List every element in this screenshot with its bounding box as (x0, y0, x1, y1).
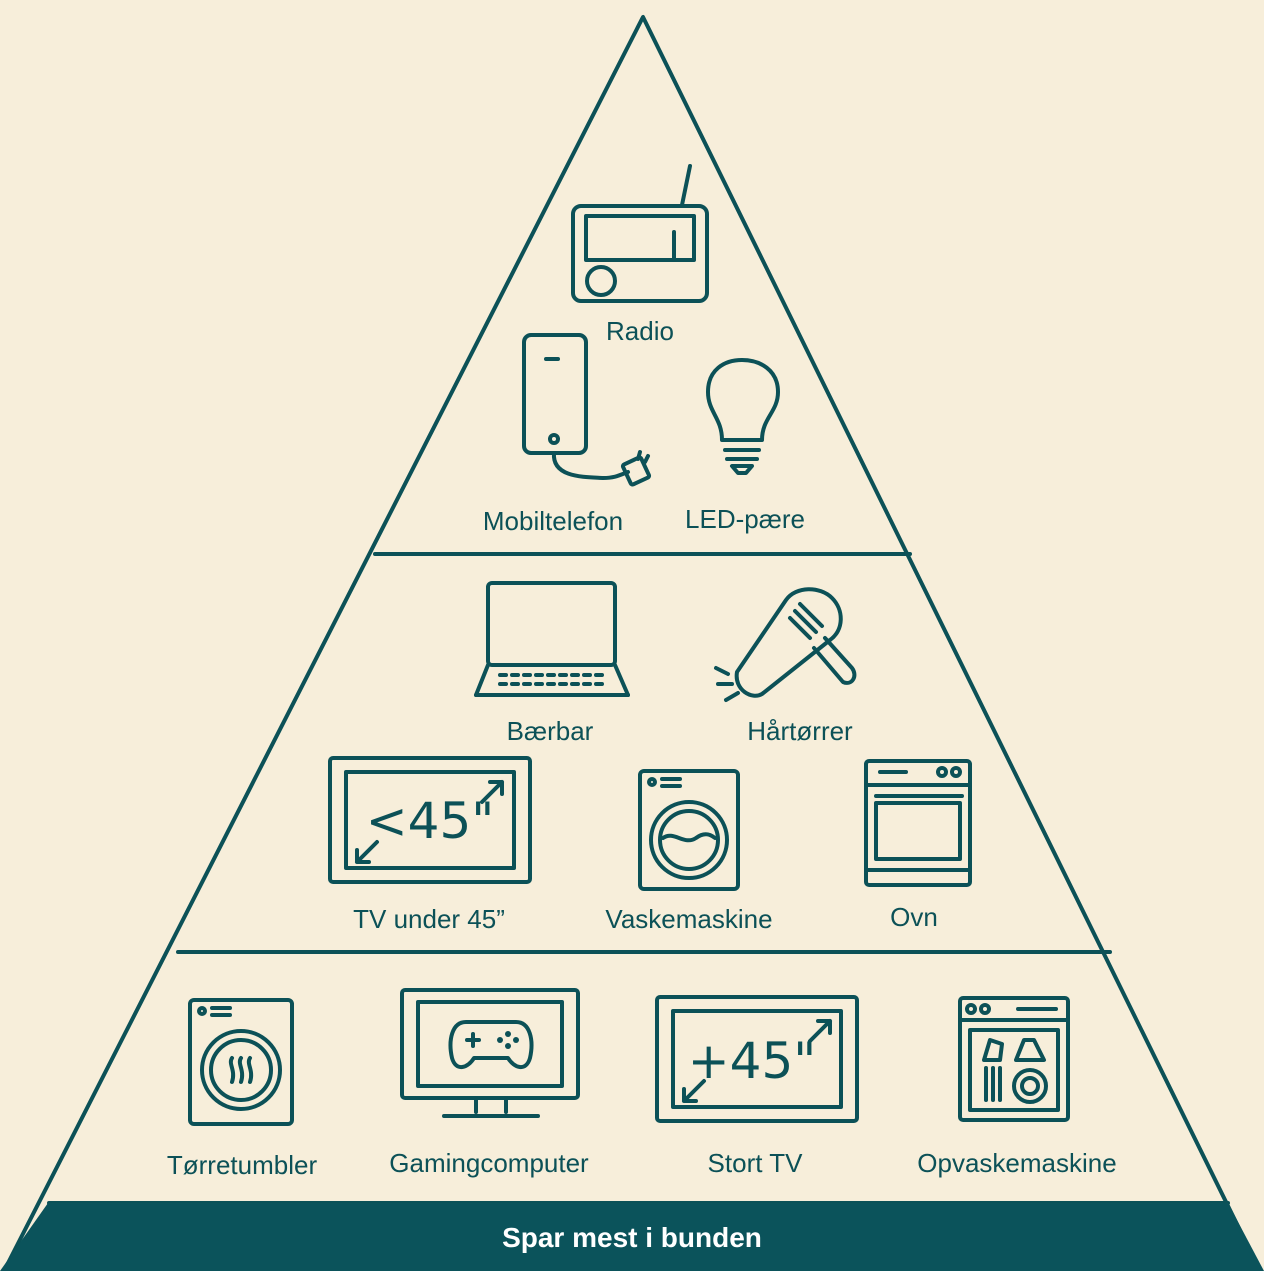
label-baerbar: Bærbar (506, 716, 594, 746)
laptop-icon (474, 581, 630, 697)
hair-dryer-icon (714, 587, 857, 702)
label-haartoerrer: Hårtørrer (747, 716, 853, 746)
dishwasher-icon (958, 996, 1070, 1122)
washing-machine-icon (638, 769, 740, 891)
label-tv-under-45: TV under 45” (353, 904, 505, 934)
label-toerretumbler: Tørretumbler (166, 1150, 318, 1180)
label-mobiltelefon: Mobiltelefon (482, 506, 624, 536)
radio-icon (571, 164, 709, 303)
tv-small-icon: <45" (328, 756, 532, 884)
label-led-paere: LED-pære (685, 504, 805, 534)
label-radio: Radio (606, 316, 674, 346)
tv-large-icon: +45" (655, 995, 859, 1123)
tv-small-screen-text: <45" (366, 792, 495, 850)
label-opvaskemaskine: Opvaskemaskine (917, 1148, 1117, 1178)
banner-background (0, 1203, 1264, 1271)
label-stort-tv: Stort TV (707, 1148, 803, 1178)
led-bulb-icon (706, 358, 780, 475)
label-vaskemaskine: Vaskemaskine (605, 904, 773, 934)
tv-large-screen-text: +45" (688, 1032, 817, 1090)
mobile-phone-charger-icon (522, 333, 652, 487)
label-gamingcomputer: Gamingcomputer (389, 1148, 589, 1178)
banner-text: Spar mest i bunden (502, 1222, 762, 1253)
oven-icon (864, 759, 972, 887)
tumble-dryer-icon (188, 998, 294, 1126)
label-ovn: Ovn (890, 902, 938, 932)
gaming-computer-icon (400, 988, 580, 1118)
